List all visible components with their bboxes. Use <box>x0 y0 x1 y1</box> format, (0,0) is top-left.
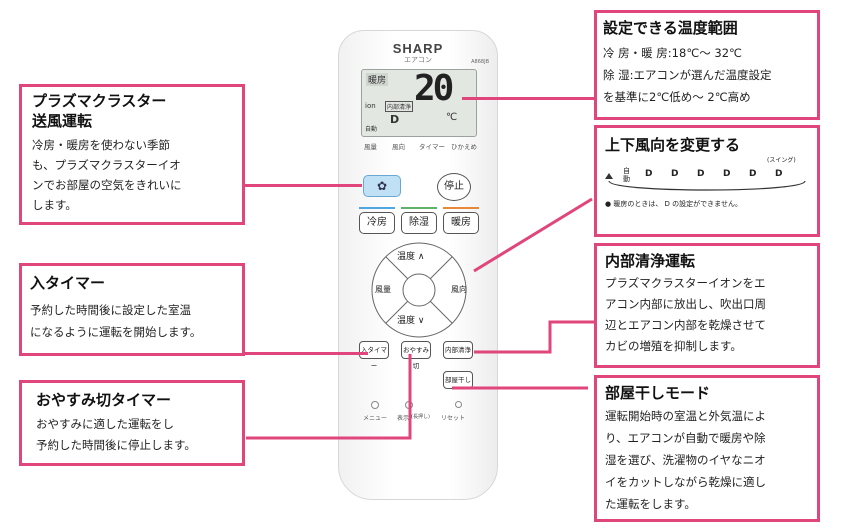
callout-on-timer: 入タイマー 予約した時間後に設定した室温 になるように運転を開始します。 <box>19 263 245 356</box>
callout-on-timer-body: 予約した時間後に設定した室温 になるように運転を開始します。 <box>30 299 234 343</box>
lcd-label-swing: 風向 <box>392 143 405 151</box>
stop-button[interactable]: 停止 <box>437 173 471 201</box>
callout-room-dry-line: り、エアコンが自動で暖房や除 <box>605 431 766 445</box>
lcd-display: 暖房 20 ℃ ion 内部清浄 自動 D <box>361 68 477 137</box>
callout-room-dry-line: 運転開始時の室温と外気温によ <box>605 409 766 423</box>
vane-pos-icon: D <box>749 169 757 179</box>
vane-sequence: 自動 D D D D D D (スイング) <box>605 157 809 195</box>
lcd-internal-clean-indicator: 内部清浄 <box>385 101 414 112</box>
hold-note: (長押し) <box>411 414 430 420</box>
callout-on-timer-title: 入タイマー <box>30 274 106 292</box>
brand-logo: SHARP <box>392 41 444 56</box>
callout-plasma: プラズマクラスター 送風運転 冷房・暖房を使わない季節 も、プラズマクラスターイ… <box>19 84 245 225</box>
callout-vane-note: ● 暖房のときは、 D の設定ができません。 <box>605 200 742 208</box>
callout-internal-line: カビの増殖を抑制します。 <box>605 339 742 353</box>
display-label: 表示 <box>397 415 410 422</box>
callout-internal-clean: 内部清浄運転 プラズマクラスターイオンをエ アコン内部に放出し、吹出口周 辺とエ… <box>594 243 820 368</box>
callout-internal-line: 辺とエアコン内部を乾燥させて <box>605 318 766 332</box>
plasma-cluster-button[interactable]: ✿ <box>363 175 401 197</box>
grape-icon: ✿ <box>376 179 388 193</box>
directional-pad <box>371 242 467 338</box>
callout-plasma-line: も、プラズマクラスターイオ <box>32 158 181 172</box>
callout-room-dry: 部屋干しモード 運転開始時の室温と外気温によ り、エアコンが自動で暖房や除 湿を… <box>594 375 820 522</box>
model-number: A868JB <box>471 59 489 65</box>
vane-pos-icon: D <box>723 169 731 179</box>
callout-temp-range-line: 除 湿:エアコンが選んだ温度設定 <box>603 68 772 82</box>
lcd-vane-indicator: D <box>390 113 400 126</box>
internal-clean-button[interactable]: 内部清浄 <box>443 341 473 359</box>
vane-pos-icon: D <box>775 169 783 179</box>
callout-plasma-title-line: プラズマクラスター <box>32 92 167 110</box>
callout-on-timer-line: になるように運転を開始します。 <box>30 325 202 339</box>
menu-button[interactable] <box>371 401 379 409</box>
lcd-auto-indicator: 自動 <box>365 126 378 133</box>
callout-plasma-title-line: 送風運転 <box>32 112 93 130</box>
callout-room-dry-body: 運転開始時の室温と外気温によ り、エアコンが自動で暖房や除 湿を選び、洗濯物のイ… <box>605 405 809 515</box>
vane-auto-label: 自動 <box>623 167 630 183</box>
cool-button[interactable]: 冷房 <box>359 212 395 234</box>
connector-plasma <box>244 184 362 187</box>
callout-temp-range-line: を基準に2℃低め～ 2℃高め <box>603 90 751 104</box>
reset-button[interactable] <box>455 401 462 408</box>
lcd-label-fan: 風量 <box>364 143 377 151</box>
temp-down-button[interactable]: 温度 ∨ <box>397 316 425 326</box>
callout-sleep-timer: おやすみ切タイマー おやすみに適した運転をし 予約した時間後に停止します。 <box>19 380 245 466</box>
reset-label: リセット <box>441 415 466 422</box>
vane-pos-icon: D <box>671 169 679 179</box>
callout-plasma-line: 冷房・暖房を使わない季節 <box>32 138 170 152</box>
connector-room-dry <box>452 386 588 390</box>
connector-internal <box>474 320 594 354</box>
callout-temp-range: 設定できる温度範囲 冷 房・暖 房:18℃～ 32℃ 除 湿:エアコンが選んだ温… <box>594 10 820 120</box>
cool-color-strip <box>359 207 395 209</box>
callout-plasma-line: ンでお部屋の空気をきれいに <box>32 178 182 192</box>
vane-pos-icon: D <box>645 169 653 179</box>
callout-internal-title: 内部清浄運転 <box>605 252 696 270</box>
connector-on-timer <box>244 352 368 355</box>
heat-color-strip <box>443 207 479 209</box>
menu-label: メニュー <box>363 415 388 422</box>
callout-internal-line: プラズマクラスターイオンをエ <box>605 276 766 290</box>
callout-internal-body: プラズマクラスターイオンをエ アコン内部に放出し、吹出口周 辺とエアコン内部を乾… <box>605 273 809 357</box>
callout-temp-range-body: 冷 房・暖 房:18℃～ 32℃ 除 湿:エアコンが選んだ温度設定 を基準に2℃… <box>603 42 811 108</box>
vane-swing-label: (スイング) <box>767 157 796 164</box>
callout-room-dry-title: 部屋干しモード <box>605 384 711 402</box>
dry-button[interactable]: 除湿 <box>401 212 437 234</box>
lcd-unit: ℃ <box>446 112 458 123</box>
callout-sleep-timer-title: おやすみ切タイマー <box>36 391 172 409</box>
remote-control: SHARP エアコン A868JB 暖房 20 ℃ ion 内部清浄 自動 D … <box>338 30 498 500</box>
callout-sleep-timer-line: 予約した時間後に停止します。 <box>36 438 196 452</box>
product-type: エアコン <box>404 56 432 64</box>
lcd-label-timer: タイマー <box>419 143 445 151</box>
callout-temp-range-title: 設定できる温度範囲 <box>603 19 738 37</box>
lcd-ion-indicator: ion <box>365 102 376 110</box>
callout-room-dry-line: イをカットしながら乾燥に適し <box>605 475 766 489</box>
dry-color-strip <box>401 207 437 209</box>
callout-plasma-body: 冷房・暖房を使わない季節 も、プラズマクラスターイオ ンでお部屋の空気をきれいに… <box>32 135 232 215</box>
connector-temp-range <box>462 97 596 100</box>
callout-sleep-timer-body: おやすみに適した運転をし 予約した時間後に停止します。 <box>36 414 228 456</box>
callout-internal-line: アコン内部に放出し、吹出口周 <box>605 297 766 311</box>
callout-plasma-line: します。 <box>32 198 77 212</box>
callout-sleep-timer-line: おやすみに適した運転をし <box>36 417 174 431</box>
temp-up-button[interactable]: 温度 ∧ <box>397 252 425 262</box>
vane-loop-arrow-icon <box>605 173 806 191</box>
fan-speed-button[interactable]: 風量 <box>375 285 391 294</box>
lcd-temperature: 20 <box>414 68 454 109</box>
callout-vane-title: 上下風向を変更する <box>605 136 741 154</box>
connector-vane <box>473 197 593 273</box>
swing-button[interactable]: 風向 <box>451 285 467 294</box>
callout-on-timer-line: 予約した時間後に設定した室温 <box>30 303 191 317</box>
heat-button[interactable]: 暖房 <box>443 212 479 234</box>
callout-vane: 上下風向を変更する 自動 D D D D D D (スイング) ● 暖房のときは… <box>594 125 820 237</box>
callout-temp-range-line: 冷 房・暖 房:18℃～ 32℃ <box>603 46 742 60</box>
lcd-label-modest: ひかえめ <box>451 143 477 151</box>
vane-pos-icon: D <box>697 169 705 179</box>
lcd-mode: 暖房 <box>366 73 389 86</box>
callout-room-dry-line: 湿を選び、洗濯物のイヤなニオ <box>605 453 766 467</box>
connector-sleep-timer <box>246 354 412 440</box>
callout-room-dry-line: た運転をします。 <box>605 497 696 511</box>
